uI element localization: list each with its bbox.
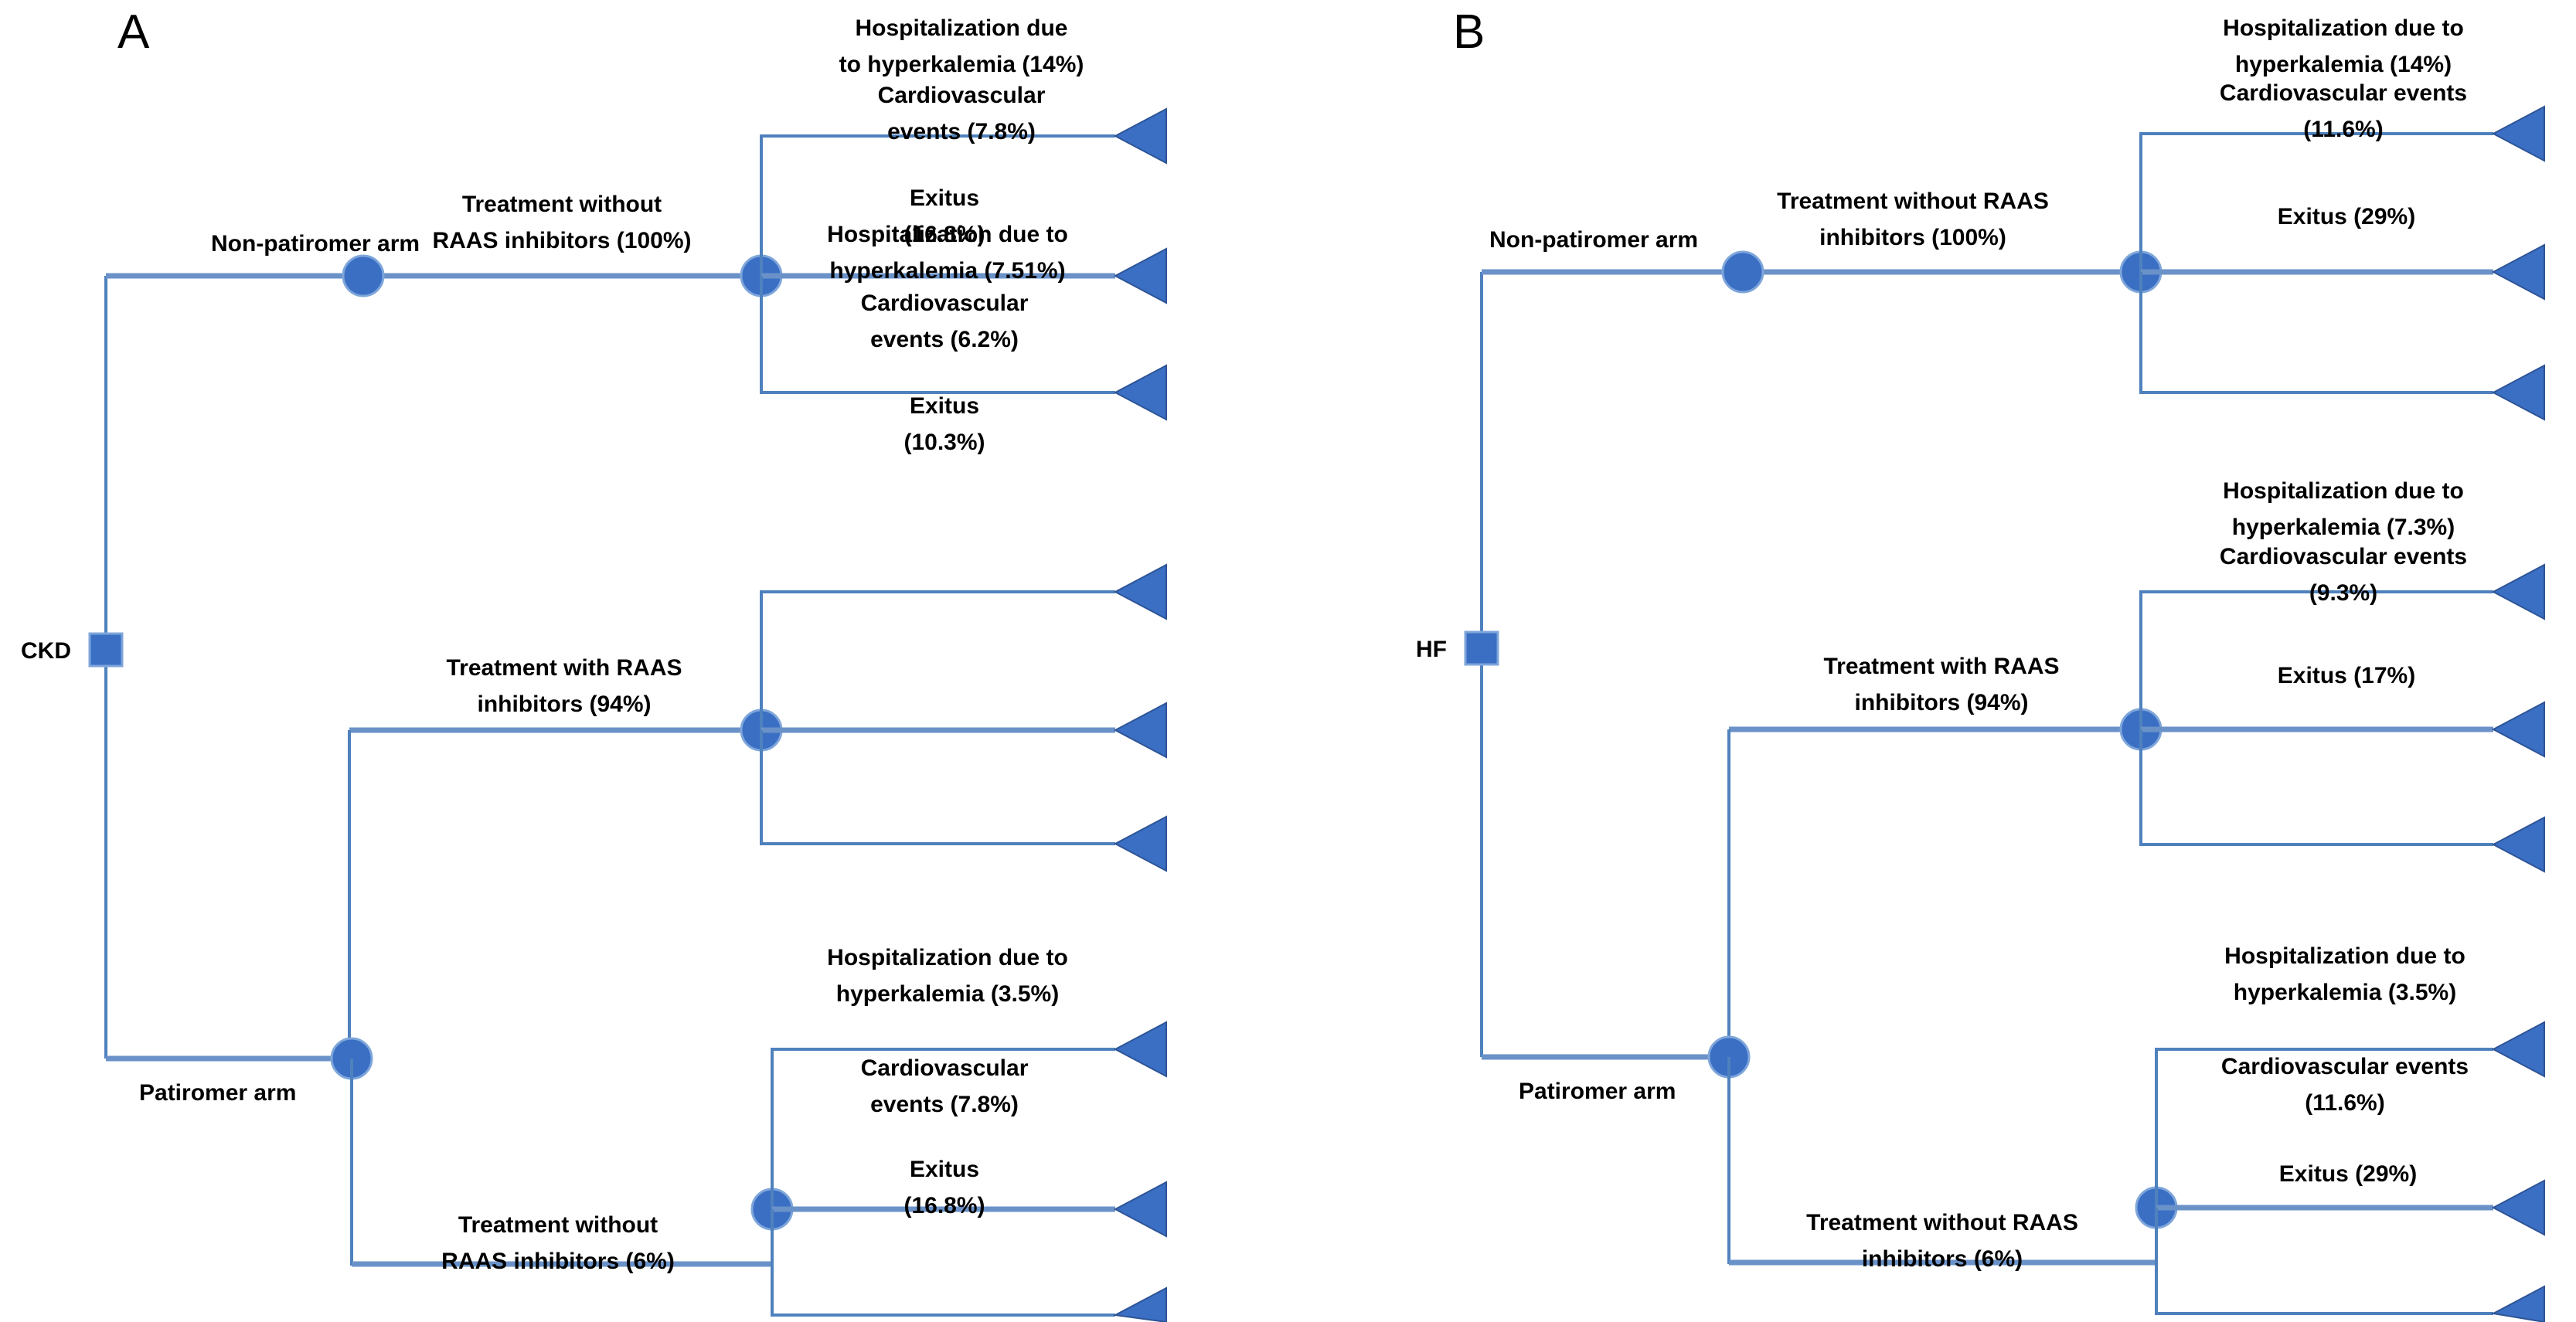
panel-b-arm1-outcome3-terminal[interactable] (2491, 364, 2545, 421)
panel-b-arm1-outcome3-edge (2139, 272, 2493, 394)
panel-b-arm2-outcome2-terminal[interactable] (2491, 701, 2545, 758)
panel-b-arm3-outcome1-l1: Hospitalization due to (2224, 943, 2465, 969)
panel-b-arm1-outcome1-l2: hyperkalemia (14%) (2235, 52, 2452, 77)
panel-b-root-node[interactable] (1464, 630, 1499, 666)
panel-b-arm1-outcome2-l2: (11.6%) (2303, 117, 2383, 142)
panel-a-arm2-outcome2-l1: Cardiovascular (861, 291, 1029, 316)
panel-a-arm1-outcome2-line2: events (7.8%) (887, 119, 1036, 144)
panel-a-arm2-outcome3-terminal[interactable] (1113, 815, 1167, 872)
panel-a-arm3-outcome2-l2: events (7.8%) (870, 1092, 1019, 1117)
panel-b-arm1-outcome3-l1: Exitus (29%) (2278, 204, 2415, 229)
panel-a-arm3-outcome3-terminal[interactable] (1112, 1286, 1167, 1322)
panel-a-arm2-outcome3-edge (760, 730, 1115, 845)
panel-b-arm2-outcome1-terminal[interactable] (2491, 563, 2545, 620)
panel-b-arm2-outcome1-l2: hyperkalemia (7.3%) (2232, 515, 2455, 540)
panel-b-arm1-label: Non-patiromer arm (1489, 227, 1698, 253)
panel-a-arm1-outcome3-line2: (16.8%) (903, 222, 985, 247)
panel-b-arm3-outcome3-terminal[interactable] (2490, 1285, 2545, 1322)
panel-a-arm2-outcome1-l1: Hospitalization due to (827, 222, 1068, 247)
panel-a-root-node[interactable] (88, 632, 124, 668)
panel-b-arm2-treatment-line1: Treatment with RAAS (1823, 654, 2059, 679)
panel-a-arm2-outcome3-l1: Exitus (910, 393, 979, 419)
panel-a-arm1-outcome3-line1: Exitus (910, 185, 979, 211)
panel-a-arm2-outcome2-l2: events (6.2%) (870, 327, 1019, 352)
panel-a-arm1-outcome2-terminal[interactable] (1113, 247, 1167, 304)
panel-b-arm1-decision-node[interactable] (1721, 250, 1764, 294)
panel-b-arm1-outcome2-terminal[interactable] (2491, 243, 2545, 301)
panel-b-arm3-outcome3-l1: Exitus (29%) (2279, 1161, 2417, 1187)
panel-a-arm2-treatment-line2: inhibitors (94%) (477, 692, 651, 717)
panel-a-arm2-outcome1-edge (760, 590, 1115, 730)
panel-a-arm1-label: Non-patiromer arm (211, 231, 420, 257)
panel-a-arm3-label: Patiromer arm (139, 1080, 296, 1106)
panel-b-arm1-treatment-line1: Treatment without RAAS (1777, 189, 2049, 214)
panel-b-arm3-treatment-line1: Treatment without RAAS (1806, 1210, 2078, 1235)
panel-b-arm3-label: Patiromer arm (1519, 1079, 1676, 1104)
panel-b-arm3-treatment-line2: inhibitors (6%) (1862, 1246, 2023, 1272)
panel-a-arm2-outcome1-terminal[interactable] (1113, 563, 1167, 620)
panel-a-arm3-outcome1-l2: hyperkalemia (3.5%) (836, 981, 1059, 1007)
panel-b-arm1-outcome1-terminal[interactable] (2491, 105, 2545, 162)
panel-b-arm2-outcome3-terminal[interactable] (2491, 816, 2545, 873)
panel-a-arm1-outcome1-terminal[interactable] (1113, 107, 1167, 165)
panel-b-arm2-outcome1-edge (2139, 590, 2493, 729)
panel-a: A CKD Non-patiromer arm Treatment withou… (21, 5, 1167, 1322)
panel-a-arm3-outcome3-edge (771, 1209, 1115, 1317)
panel-b-arm3-outcome2-l2: (11.6%) (2305, 1090, 2384, 1116)
panel-a-arm1-decision-node[interactable] (342, 254, 385, 297)
panel-a-arm2-outcome1-l2: hyperkalemia (7.51%) (829, 258, 1065, 284)
panel-a-arm1-outcome3-terminal[interactable] (1113, 364, 1167, 421)
panel-a-arm3-treatment-line1: Treatment without (458, 1212, 658, 1238)
panel-b-arm2-outcome3-edge (2139, 729, 2493, 846)
panel-a-arm1-outcome1-line2: to hyperkalemia (14%) (839, 52, 1084, 77)
panel-a-arm2-outcome2-terminal[interactable] (1113, 702, 1167, 759)
panel-a-arm1-outcome2-line1: Cardiovascular (878, 83, 1046, 108)
panel-b-arm2-outcome2-l1: Cardiovascular events (2220, 544, 2467, 569)
panel-b-arm3-outcome2-terminal[interactable] (2491, 1179, 2545, 1236)
panel-a-letter: A (117, 5, 150, 59)
panel-a-arm1-outcome1-line1: Hospitalization due (855, 15, 1067, 41)
panel-a-arm3-outcome2-l1: Cardiovascular (861, 1055, 1029, 1081)
panel-b-arm2-outcome1-l1: Hospitalization due to (2223, 478, 2464, 504)
panel-a-arm3-outcome3-l2: (16.8%) (903, 1193, 985, 1218)
panel-a-arm3-outcome1-l1: Hospitalization due to (827, 945, 1068, 970)
panel-a-arm3-outcome2-terminal[interactable] (1113, 1181, 1167, 1238)
panel-a-arm1-outcome3-edge (760, 276, 1115, 394)
panel-b-arm3-outcome1-terminal[interactable] (2491, 1021, 2545, 1078)
panel-a-arm3-outcome3-l1: Exitus (910, 1157, 979, 1182)
panel-b-letter: B (1453, 5, 1485, 59)
panel-b-arm2-treatment-line2: inhibitors (94%) (1854, 690, 2028, 715)
panel-b-arm3-outcome1-edge (2155, 1048, 2493, 1208)
panel-b-arm1-outcome1-l1: Hospitalization due to (2223, 15, 2464, 41)
panel-a-arm1-treatment-line2: RAAS inhibitors (100%) (432, 228, 691, 253)
panel-b-arm3-outcome2-l1: Cardiovascular events (2221, 1054, 2469, 1079)
panel-b-arm1-outcome1-edge (2139, 132, 2493, 272)
panel-b-arm3-outcome3-edge (2155, 1208, 2493, 1315)
panel-b-arm1-treatment-line2: inhibitors (100%) (1819, 225, 2006, 250)
panel-b-arm2-outcome2-l2: (9.3%) (2309, 580, 2377, 606)
panel-a-arm1-treatment-line1: Treatment without (462, 192, 662, 217)
panel-a-arm3-outcome1-edge (771, 1048, 1115, 1209)
panel-a-root-label: CKD (21, 638, 71, 664)
panel-b: B HF Non-patiromer arm Treatment without… (1416, 5, 2545, 1322)
panel-a-arm1-outcome1-edge (760, 134, 1115, 276)
panel-b-root-label: HF (1416, 637, 1447, 662)
panel-a-arm2-treatment-line1: Treatment with RAAS (446, 655, 682, 681)
panel-b-arm2-outcome3-l1: Exitus (17%) (2278, 663, 2415, 688)
panel-b-arm3-outcome1-l2: hyperkalemia (3.5%) (2234, 980, 2456, 1005)
panel-a-arm2-outcome3-l2: (10.3%) (903, 430, 985, 455)
panel-b-arm1-outcome2-l1: Cardiovascular events (2220, 80, 2467, 106)
panel-a-arm3-treatment-line2: RAAS inhibitors (6%) (441, 1249, 675, 1274)
panel-a-arm3-outcome1-terminal[interactable] (1113, 1021, 1167, 1078)
